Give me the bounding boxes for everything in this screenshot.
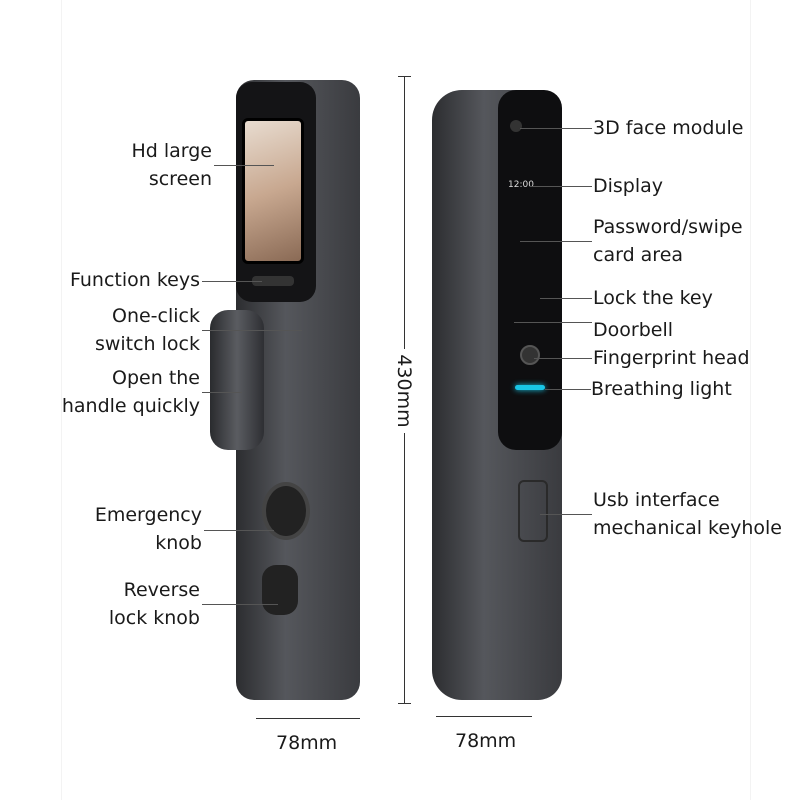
label-face-module: 3D face module: [593, 117, 744, 139]
emergency-knob: [262, 482, 310, 540]
label-line: Emergency: [94, 504, 202, 526]
label-line: Reverse: [123, 579, 200, 601]
label-line: switch lock: [94, 333, 200, 355]
leader-line: [204, 530, 274, 531]
face-module: [510, 120, 522, 132]
width-dimension-line-right: [436, 716, 532, 717]
dimension-tick: [398, 76, 411, 77]
label-hd-screen: Hd large screen: [131, 137, 212, 193]
leader-line: [514, 322, 592, 323]
side-lock-panel: [498, 90, 562, 450]
width-dimension-label-left: 78mm: [276, 732, 338, 754]
label-emergency-knob: Emergency knob: [95, 501, 202, 557]
label-doorbell: Doorbell: [593, 319, 673, 341]
label-line: Hd large: [131, 140, 212, 162]
label-usb: Usb interface mechanical keyhole: [593, 486, 782, 542]
leader-line: [202, 330, 302, 331]
label-lock-key: Lock the key: [593, 287, 713, 309]
label-one-click: One-click switch lock: [95, 302, 200, 358]
leader-line: [545, 389, 591, 390]
label-line: knob: [155, 532, 202, 554]
label-line: One-click: [112, 305, 200, 327]
hd-screen: [242, 118, 304, 264]
label-fingerprint: Fingerprint head: [593, 347, 750, 369]
label-line: Password/swipe: [593, 216, 743, 238]
display-time: 12:00: [508, 180, 534, 190]
label-line: card area: [593, 244, 684, 266]
dimension-tick: [398, 703, 411, 704]
label-breathing-light: Breathing light: [591, 378, 732, 400]
label-handle: Open the handle quickly: [62, 364, 200, 420]
label-line: lock knob: [108, 607, 200, 629]
leader-line: [540, 298, 592, 299]
leader-line: [540, 514, 592, 515]
reverse-knob: [262, 565, 298, 615]
width-dimension-line-left: [256, 718, 360, 719]
label-line: screen: [148, 168, 212, 190]
leader-line: [202, 281, 262, 282]
label-password: Password/swipe card area: [593, 213, 743, 269]
leader-line: [520, 241, 592, 242]
leader-line: [202, 392, 242, 393]
label-line: handle quickly: [61, 395, 200, 417]
handle: [210, 310, 264, 450]
leader-line: [530, 186, 592, 187]
height-dimension-label: 430mm: [393, 349, 415, 433]
label-line: mechanical keyhole: [593, 517, 782, 539]
leader-line: [214, 165, 274, 166]
width-dimension-label-right: 78mm: [455, 730, 517, 752]
leader-line: [202, 604, 278, 605]
label-line: Open the: [112, 367, 200, 389]
leader-line: [520, 128, 592, 129]
label-line: Usb interface: [593, 489, 720, 511]
breathing-light: [515, 385, 545, 390]
label-display: Display: [593, 175, 664, 197]
label-function-keys: Function keys: [69, 269, 200, 291]
function-keys: [252, 276, 294, 286]
label-reverse-knob: Reverse lock knob: [109, 576, 200, 632]
fingerprint-sensor: [520, 345, 540, 365]
leader-line: [534, 358, 592, 359]
usb-keyhole: [518, 480, 548, 542]
